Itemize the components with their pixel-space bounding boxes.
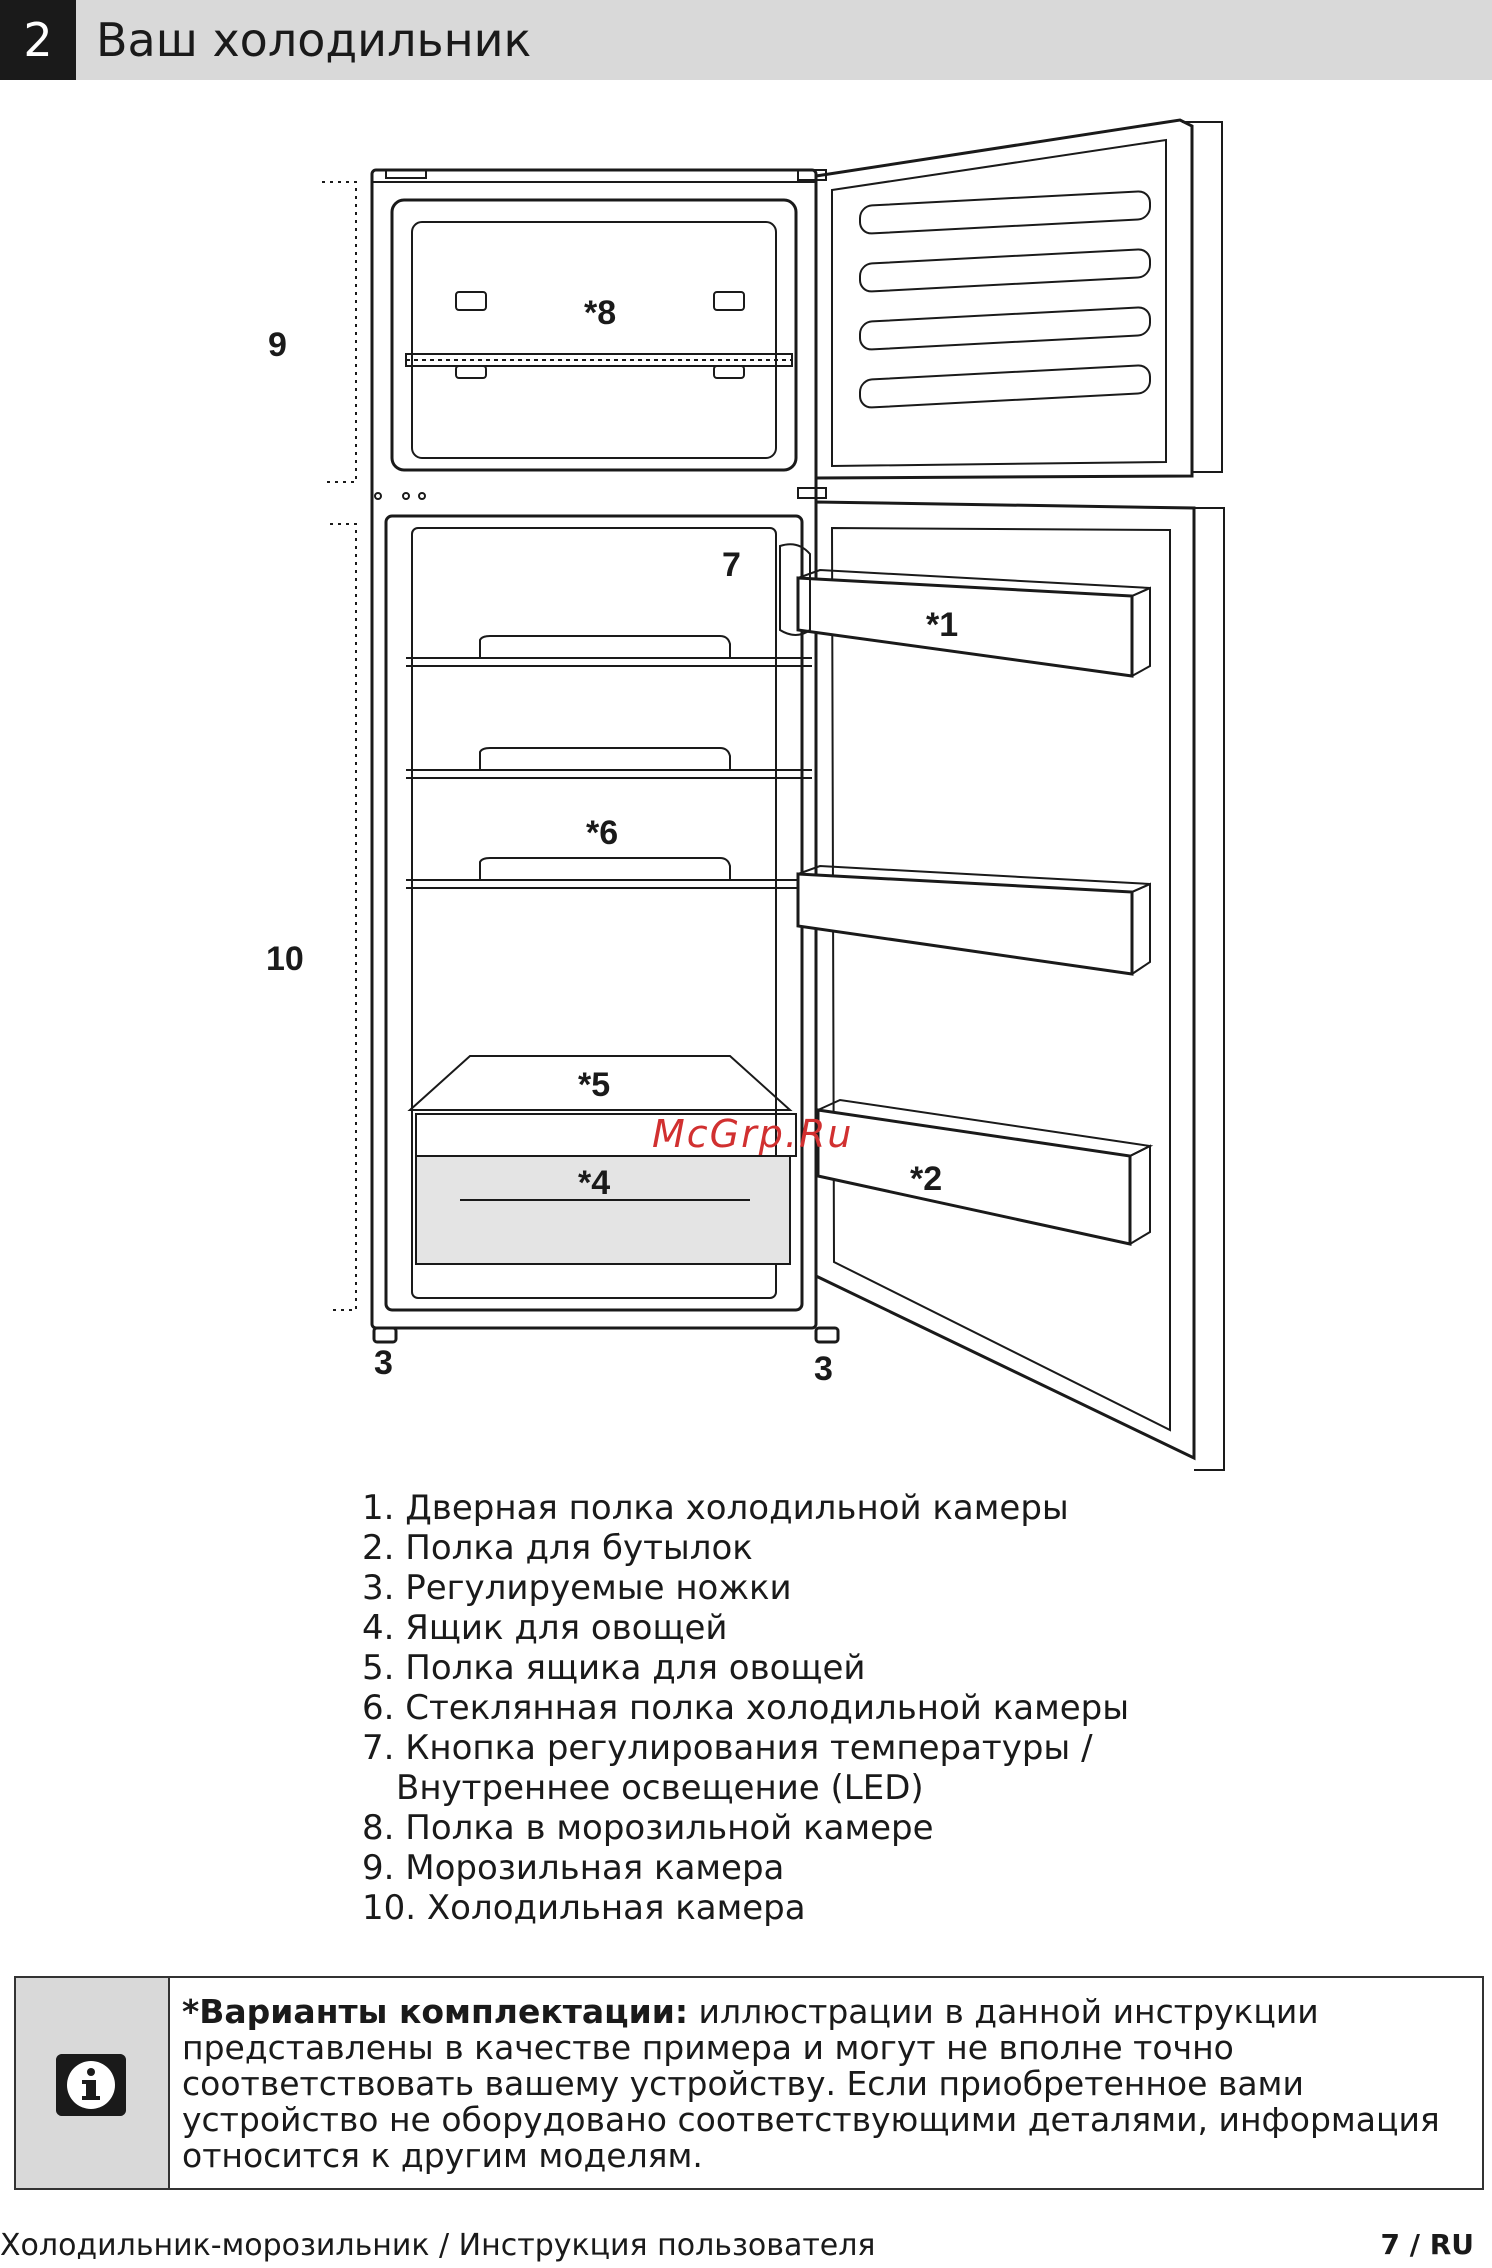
legend-item: 1. Дверная полка холодильной камеры — [362, 1488, 1069, 1528]
legend-item: 10. Холодильная камера — [362, 1888, 806, 1928]
callout-8: *8 — [584, 294, 616, 332]
info-icon — [56, 2054, 126, 2116]
legend-item: 9. Морозильная камера — [362, 1848, 785, 1888]
info-body: иллюстрации в данной инструкции представ… — [182, 1992, 1440, 2175]
callout-2: *2 — [910, 1160, 942, 1198]
footer-title: Холодильник-морозильник / Инструкция пол… — [0, 2228, 876, 2263]
legend-item: 2. Полка для бутылок — [362, 1528, 753, 1568]
callout-9: 9 — [268, 326, 287, 364]
legend-item: 8. Полка в морозильной камере — [362, 1808, 934, 1848]
page-number: 7 / RU — [1380, 2228, 1474, 2261]
info-icon-cell — [16, 1978, 170, 2188]
callout-10: 10 — [266, 940, 304, 978]
callout-3-right: 3 — [814, 1350, 833, 1388]
callout-4: *4 — [578, 1164, 610, 1202]
legend-item: 6. Стеклянная полка холодильной камеры — [362, 1688, 1130, 1728]
info-bold-lead: *Варианты комплектации: — [182, 1992, 689, 2031]
callout-1: *1 — [926, 606, 958, 644]
callout-5: *5 — [578, 1066, 610, 1104]
legend-item: 5. Полка ящика для овощей — [362, 1648, 866, 1688]
watermark: McGrp.Ru — [652, 1112, 854, 1156]
callout-3-left: 3 — [374, 1344, 393, 1382]
legend-item: 7. Кнопка регулирования температуры / — [362, 1728, 1093, 1768]
page-title: Ваш холодильник — [96, 13, 532, 67]
parts-legend: 1. Дверная полка холодильной камеры 2. П… — [362, 1488, 1129, 1928]
legend-item: 3. Регулируемые ножки — [362, 1568, 792, 1608]
legend-item-continued: Внутреннее освещение (LED) — [396, 1768, 924, 1808]
page-header: 2 Ваш холодильник — [0, 0, 1492, 80]
legend-item: 4. Ящик для овощей — [362, 1608, 728, 1648]
section-number: 2 — [0, 0, 76, 80]
callout-6: *6 — [586, 814, 618, 852]
info-note: *Варианты комплектации: иллюстрации в да… — [14, 1976, 1484, 2190]
page-footer: Холодильник-морозильник / Инструкция пол… — [0, 2228, 1492, 2268]
info-text: *Варианты комплектации: иллюстрации в да… — [182, 1994, 1472, 2174]
fridge-diagram: 9 *8 7 *1 10 *6 *5 *4 *2 3 3 — [266, 118, 1225, 1471]
callout-7: 7 — [722, 546, 741, 584]
